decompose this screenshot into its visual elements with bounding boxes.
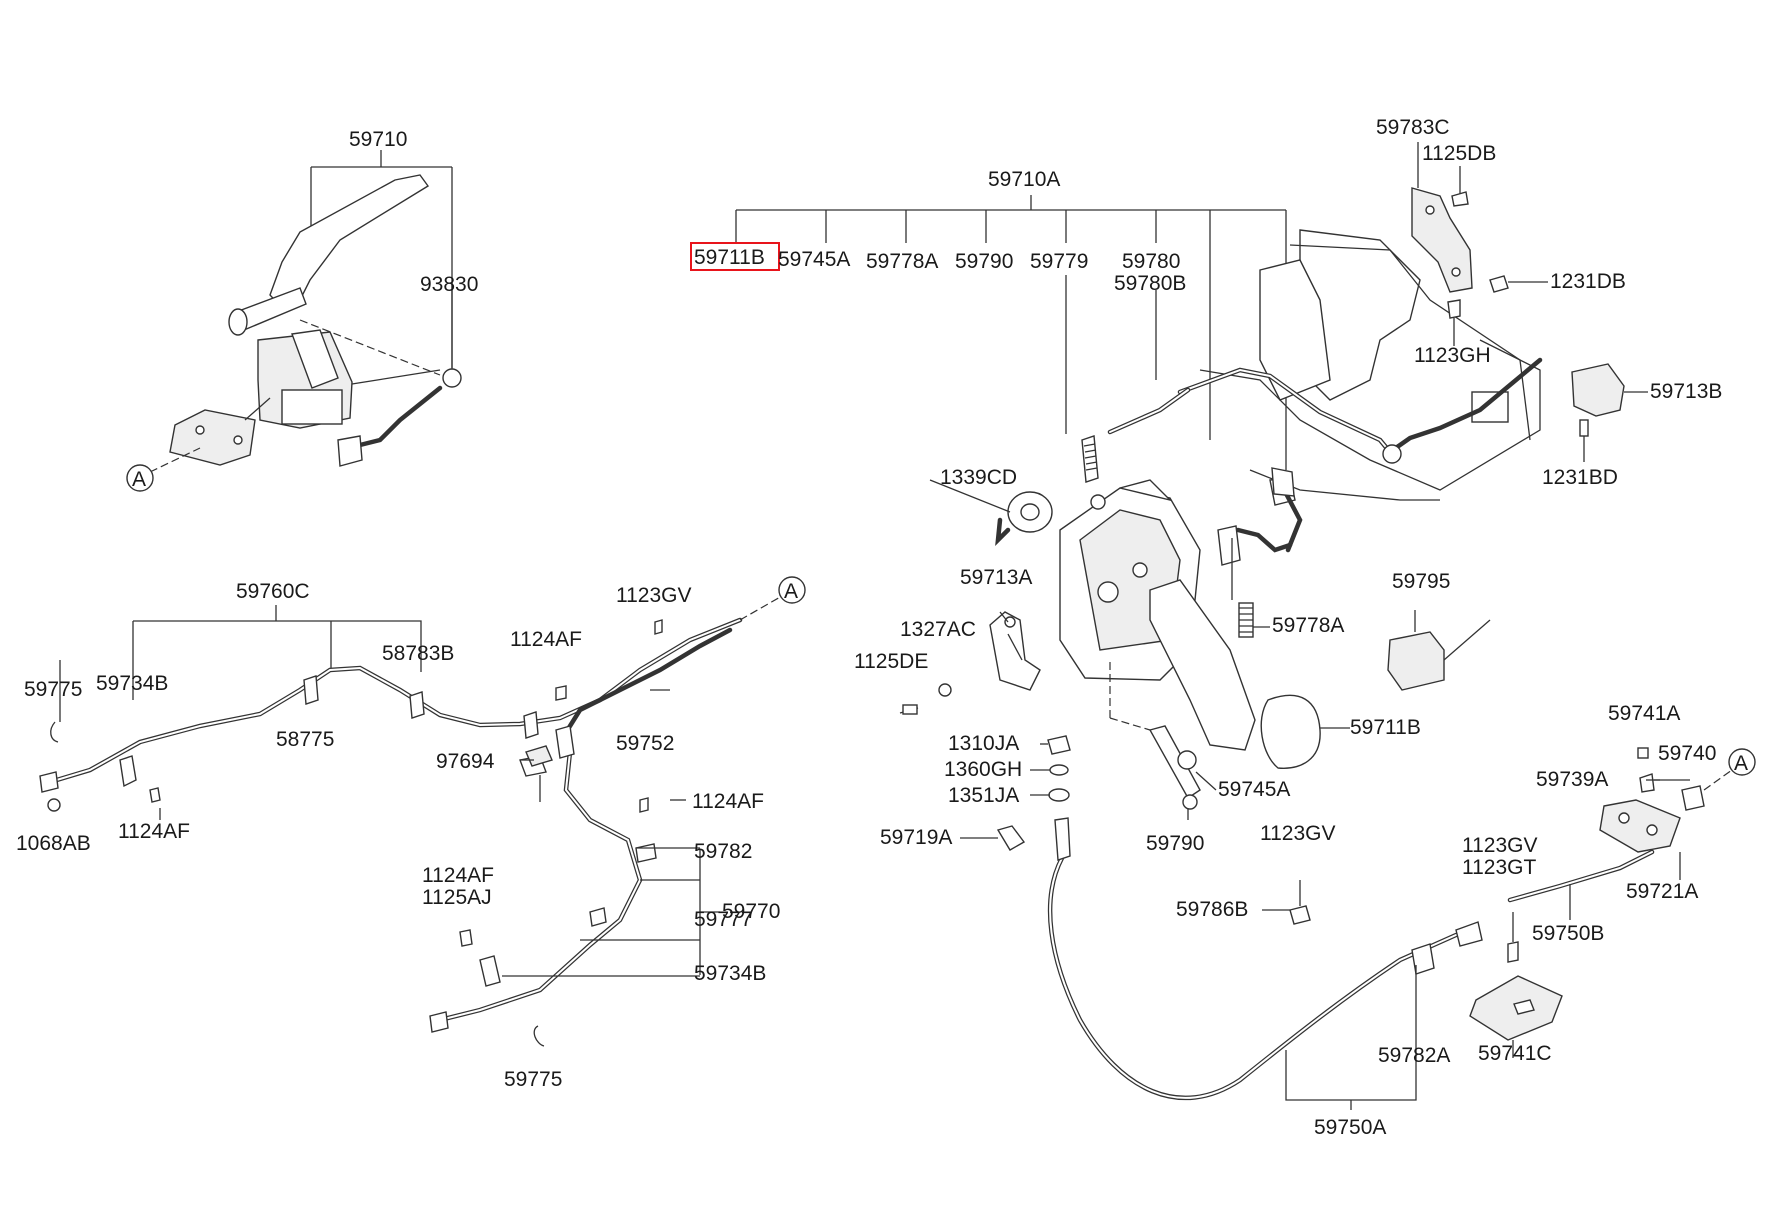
reference-marker-a-right: A (1734, 752, 1748, 775)
label-59775-low: 59775 (504, 1068, 562, 1091)
label-59750A: 59750A (1314, 1116, 1386, 1139)
label-59780B: 59780B (1114, 272, 1186, 295)
label-59739A: 59739A (1536, 768, 1608, 791)
label-1351JA: 1351JA (948, 784, 1019, 807)
label-59750B: 59750B (1532, 922, 1604, 945)
label-59752: 59752 (616, 732, 674, 755)
highlight-box-59711B (690, 242, 780, 271)
label-59719A: 59719A (880, 826, 952, 849)
label-59770: 59770 (722, 900, 780, 923)
label-1124AF-left: 1124AF (118, 820, 190, 843)
label-59790-mid: 59790 (1146, 832, 1204, 855)
label-59734B-low: 59734B (694, 962, 766, 985)
label-59734B-left: 59734B (96, 672, 168, 695)
label-1327AC: 1327AC (900, 618, 976, 641)
reference-marker-a-cable: A (784, 580, 798, 603)
label-1123GV-right: 1123GV (1462, 834, 1538, 857)
label-59710A: 59710A (988, 168, 1060, 191)
label-59783C: 59783C (1376, 116, 1450, 139)
bracket-59783C (1411, 142, 1548, 346)
label-1125DE: 1125DE (854, 650, 928, 673)
label-59711B-highlighted: 59711B (694, 246, 765, 269)
hardware-stack (996, 735, 1311, 925)
parking-brake-pedal-assembly (899, 387, 1321, 810)
leader-lines (59, 275, 1681, 911)
label-1360GH: 1360GH (944, 758, 1022, 781)
label-59741C: 59741C (1478, 1042, 1552, 1065)
label-59778A-mid: 59778A (1272, 614, 1344, 637)
label-59710: 59710 (349, 128, 407, 151)
label-1068AB: 1068AB (16, 832, 91, 855)
label-1124AF-low: 1124AF (422, 864, 494, 887)
rear-cable-assembly: A (39, 576, 806, 1047)
assembly-59710A-bracket (690, 195, 1287, 470)
label-59777: 59777 (694, 908, 752, 931)
label-59740: 59740 (1658, 742, 1716, 765)
label-58775: 58775 (276, 728, 334, 751)
label-1231BD: 1231BD (1542, 466, 1618, 489)
bracket-59721A: A (1469, 747, 1756, 1058)
reference-marker-a: A (132, 468, 146, 491)
label-58783B: 58783B (382, 642, 454, 665)
label-1124AF-mid: 1124AF (692, 790, 764, 813)
label-1339CD: 1339CD (940, 466, 1017, 489)
front-cable-59750A (1047, 817, 1483, 1110)
label-59779: 59779 (1030, 250, 1088, 273)
switch-59795 (1387, 610, 1491, 691)
label-1123GH: 1123GH (1414, 344, 1491, 367)
label-1123GV-mid: 1123GV (1260, 822, 1336, 845)
label-59760C: 59760C (236, 580, 310, 603)
label-59780: 59780 (1122, 250, 1180, 273)
label-97694: 97694 (436, 750, 495, 773)
label-1123GT: 1123GT (1462, 856, 1536, 879)
label-1123GV-left: 1123GV (616, 584, 692, 607)
label-59721A: 59721A (1626, 880, 1698, 903)
label-59745A-mid: 59745A (1218, 778, 1290, 801)
pad-59713B (1571, 363, 1648, 462)
label-59745A-top: 59745A (778, 248, 850, 271)
label-93830: 93830 (420, 273, 478, 296)
label-59778A-top: 59778A (866, 250, 938, 273)
label-59786B: 59786B (1176, 898, 1248, 921)
label-59795: 59795 (1392, 570, 1450, 593)
label-59782: 59782 (694, 840, 752, 863)
label-59713A: 59713A (960, 566, 1032, 589)
label-1124AF-top: 1124AF (510, 628, 582, 651)
label-1231DB: 1231DB (1550, 270, 1626, 293)
parking-brake-lever-assembly: A (126, 150, 462, 492)
label-1125DB: 1125DB (1422, 142, 1496, 165)
label-1310JA: 1310JA (948, 732, 1019, 755)
pedal-mounting-bracket (1177, 229, 1543, 506)
label-1125AJ: 1125AJ (422, 886, 492, 909)
label-59713B: 59713B (1650, 380, 1722, 403)
part-labels: 59710 93830 59710A 59711B 59745A 59778A … (16, 116, 1722, 1139)
label-59790-top: 59790 (955, 250, 1013, 273)
label-59775-left: 59775 (24, 678, 82, 701)
label-59782A: 59782A (1378, 1044, 1450, 1067)
label-59741A: 59741A (1608, 702, 1680, 725)
label-59711B-mid: 59711B (1350, 716, 1421, 739)
